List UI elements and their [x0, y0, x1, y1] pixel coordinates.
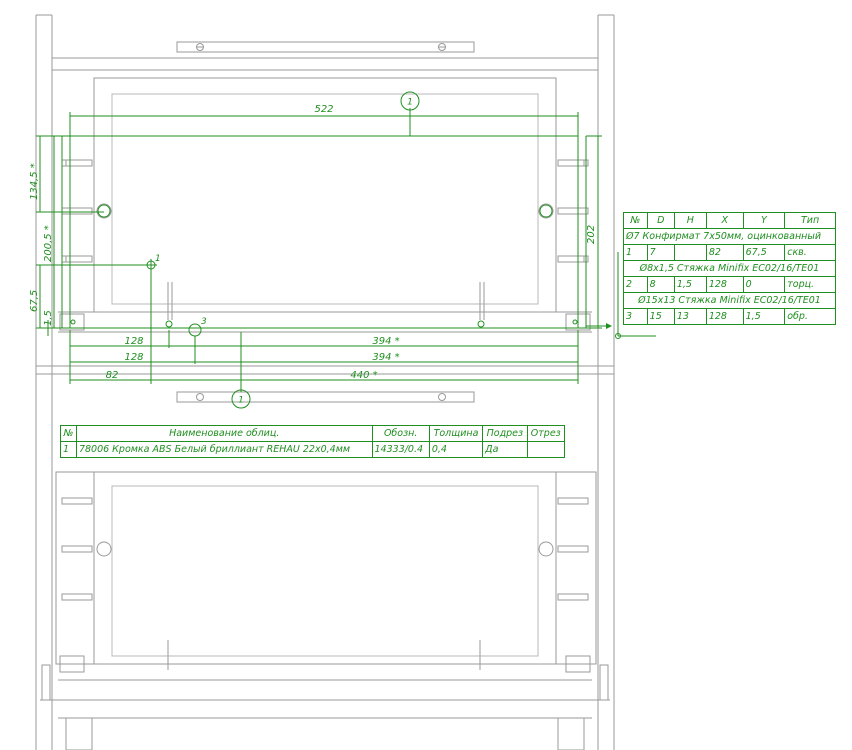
- hole-group-title: Ø15x13 Стяжка Minifix EC02/16/TE01: [623, 292, 836, 309]
- svg-text:1: 1: [238, 396, 244, 406]
- edge-col-trim: Подрез: [482, 425, 528, 442]
- dimension-lines: [36, 108, 656, 392]
- hole-table-col-y: Y: [742, 212, 786, 229]
- edge-col-thickness: Толщина: [428, 425, 484, 442]
- dim-522: 522: [314, 104, 333, 115]
- upper-handle: [176, 41, 475, 53]
- edge-col-name: Наименование облиц.: [75, 425, 373, 442]
- hole-table-col-type: Тип: [784, 212, 836, 229]
- svg-text:1: 1: [407, 98, 413, 108]
- lower-drawer-box: [55, 471, 597, 681]
- edge-table-header: № Наименование облиц. Обозн. Толщина Под…: [60, 425, 566, 442]
- dim-394-a: 394 *: [372, 336, 399, 347]
- hole-table-header: № D H X Y Тип: [623, 212, 836, 229]
- dim-200-5: 200,5 *: [43, 225, 54, 262]
- dim-134-5: 134,5 *: [29, 163, 40, 200]
- hole-1-label: 1: [155, 254, 161, 264]
- hole-group-title: Ø7 Конфирмат 7x50мм, оцинкованный: [623, 228, 836, 245]
- hole-table-col-x: X: [705, 212, 744, 229]
- dim-128-b: 128: [124, 352, 143, 363]
- hole-table-col-h: H: [673, 212, 707, 229]
- dim-128-a: 128: [124, 336, 143, 347]
- part-outline: [61, 135, 587, 329]
- dim-82: 82: [106, 370, 119, 381]
- edge-col-code: Обозн.: [371, 425, 430, 442]
- dim-1-5: 1,5: [43, 310, 54, 326]
- cabinet-outline: [35, 14, 615, 750]
- hole-group-title: Ø8x1,5 Стяжка Minifix EC02/16/TE01: [623, 260, 836, 277]
- hole-table-col-d: D: [646, 212, 675, 229]
- dim-440: 440 *: [350, 370, 377, 381]
- hole-table-col-num: №: [623, 212, 648, 229]
- upper-drawer-box: [58, 77, 592, 333]
- table-row: 1 78006 Кромка ABS Белый бриллиант REHAU…: [60, 441, 566, 458]
- part-callout-bottom: 1: [231, 389, 251, 409]
- edge-col-cut: Отрез: [526, 425, 566, 442]
- upper-runner-marks: [59, 159, 591, 331]
- lower-handle: [176, 391, 475, 403]
- table-row: 1 7 82 67,5 скв.: [623, 244, 836, 261]
- table-row: 3 15 13 128 1,5 обр.: [623, 308, 836, 325]
- edge-col-num: №: [60, 425, 77, 442]
- hole-3-label: 3: [201, 317, 207, 327]
- table-row: 2 8 1,5 128 0 торц.: [623, 276, 836, 293]
- hole-table: № D H X Y Тип Ø7 Конфирмат 7x50мм, оцинк…: [623, 212, 836, 325]
- part-holes: [70, 204, 578, 337]
- part-callout-top: 1: [400, 91, 420, 111]
- dim-202: 202: [586, 225, 597, 244]
- dim-67-5: 67,5: [29, 290, 40, 312]
- dim-394-b: 394 *: [372, 352, 399, 363]
- edge-table: № Наименование облиц. Обозн. Толщина Под…: [60, 425, 566, 458]
